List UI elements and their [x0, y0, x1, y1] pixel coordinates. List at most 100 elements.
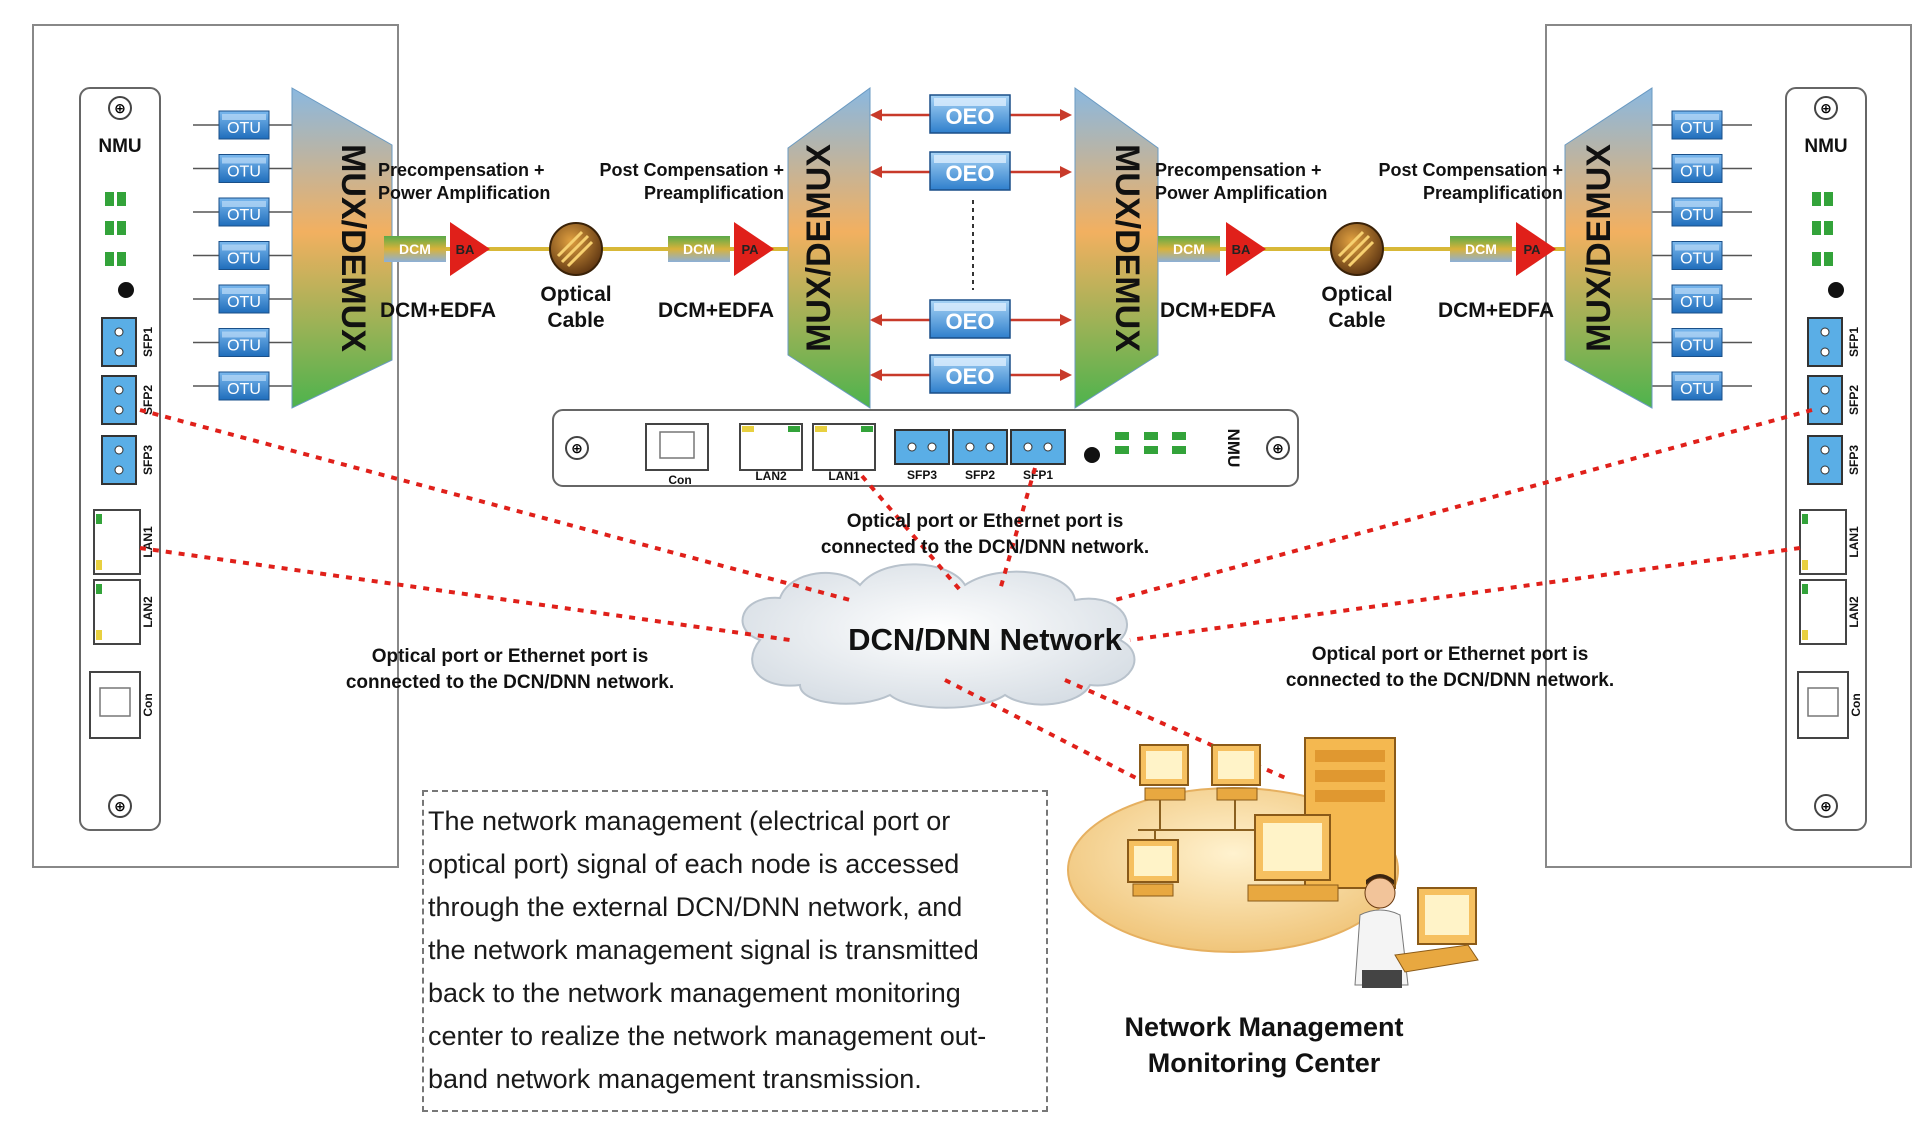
optical-cable-label-2-line2: Cable: [1328, 309, 1385, 332]
postcomp-label-2-line2: Preamplification: [1423, 183, 1563, 203]
right-otu-6: OTU: [1671, 328, 1723, 357]
arrow-right-icon: [1060, 109, 1072, 121]
left-sfp1-label: SFP1: [141, 327, 155, 357]
right-console-port[interactable]: [1797, 671, 1849, 739]
arrow-right-icon: [1060, 166, 1072, 178]
left-otu-7: OTU: [218, 371, 270, 401]
note-line: the network management signal is transmi…: [428, 935, 979, 965]
right-sfp2-port[interactable]: [1807, 375, 1843, 425]
mux-demux-label-2: MUX/DEMUX: [800, 144, 838, 352]
mux-demux-left-node: MUX/DEMUX: [291, 87, 393, 409]
svg-text:OTU: OTU: [227, 294, 261, 311]
port-note-left-line2: connected to the DCN/DNN network.: [346, 672, 674, 693]
port-notes: Optical port or Ethernet port is connect…: [346, 511, 1614, 693]
arrow-right-icon: [1060, 369, 1072, 381]
optical-cable-left-icon: [549, 222, 603, 276]
note-line: through the external DCN/DNN network, an…: [428, 892, 963, 922]
arrow-left-icon: [870, 314, 882, 326]
center-console-port[interactable]: [645, 423, 709, 471]
arrow-left-icon: [870, 369, 882, 381]
note-line: back to the network management monitorin…: [428, 978, 961, 1008]
explanation-note: The network management (electrical port …: [428, 800, 1040, 1101]
svg-text:OTU: OTU: [227, 381, 261, 398]
right-status-leds: [1812, 192, 1833, 266]
left-sfp2-port[interactable]: [101, 375, 137, 425]
mux-demux-center-left: MUX/DEMUX: [787, 87, 871, 409]
svg-text:Con: Con: [668, 473, 691, 487]
svg-text:OTU: OTU: [227, 207, 261, 224]
left-sfp-ports[interactable]: [101, 317, 137, 485]
monitoring-center-illustration: [1067, 737, 1479, 988]
workstation-3-icon: [1127, 839, 1179, 897]
center-right-screw-icon: [1266, 436, 1290, 460]
monitoring-center-title-line2: Monitoring Center: [1148, 1048, 1381, 1078]
right-otu-1: OTU: [1671, 110, 1723, 140]
operator-person-icon: [1354, 874, 1409, 988]
svg-text:BA: BA: [1232, 242, 1251, 257]
optical-cable-label-1-line2: Cable: [547, 309, 604, 332]
right-sfp1-port[interactable]: [1807, 317, 1843, 367]
oeo-unit-3: OEO: [929, 299, 1011, 339]
right-span-dcm-ba: DCM BA: [1158, 222, 1266, 276]
svg-text:BA: BA: [456, 242, 475, 257]
link-cloud-center-a: [944, 678, 1141, 782]
left-otu-6: OTU: [218, 328, 270, 357]
left-console-port[interactable]: [89, 671, 141, 739]
monitoring-center-title-line1: Network Management: [1124, 1012, 1403, 1042]
precomp-label-2-line1: Precompensation +: [1155, 160, 1322, 180]
svg-text:OTU: OTU: [227, 251, 261, 268]
svg-text:⊕: ⊕: [571, 440, 583, 456]
right-sfp-ports[interactable]: [1807, 317, 1843, 485]
port-note-right-line1: Optical port or Ethernet port is: [1312, 644, 1589, 665]
left-status-leds: [105, 192, 126, 266]
dcm-block-1: [384, 236, 446, 262]
svg-text:OTU: OTU: [1680, 120, 1714, 137]
center-sfp2-port[interactable]: [952, 429, 1008, 465]
port-note-center-line1: Optical port or Ethernet port is: [847, 511, 1124, 532]
operator-desk-icon: [1394, 887, 1479, 973]
precomp-label-2-line2: Power Amplification: [1155, 183, 1327, 203]
note-line: optical port) signal of each node is acc…: [428, 849, 960, 879]
center-nmu-card: ⊕ ⊕ Con LAN2 LAN1 SFP3 SFP2 SFP1 NMU: [552, 409, 1299, 487]
optical-cable-label-1-line1: Optical: [540, 283, 611, 306]
right-nmu-title: NMU: [1804, 136, 1847, 157]
svg-text:OTU: OTU: [1680, 251, 1714, 268]
right-bottom-screw-icon: [1814, 794, 1838, 818]
pa-amplifier-2: [1516, 222, 1556, 276]
link-labels: Precompensation + Power Amplification Po…: [378, 160, 1563, 332]
left-sfp1-port[interactable]: [101, 317, 137, 367]
right-otu-3: OTU: [1671, 197, 1723, 227]
svg-text:OTU: OTU: [1680, 164, 1714, 181]
workstation-4-icon: [1247, 814, 1339, 902]
left-sfp3-port[interactable]: [101, 435, 137, 485]
svg-text:⊕: ⊕: [1820, 798, 1832, 814]
mux-demux-label-1: MUX/DEMUX: [334, 144, 372, 352]
pa-amplifier-1: [734, 222, 774, 276]
arrow-left-icon: [870, 166, 882, 178]
port-note-left-line1: Optical port or Ethernet port is: [372, 646, 649, 667]
center-sfp3-port[interactable]: [894, 429, 950, 465]
svg-text:DCM: DCM: [683, 241, 715, 257]
link-cloud-center-b: [1064, 678, 1291, 782]
workstation-2-icon: [1211, 744, 1261, 801]
arrow-left-icon: [870, 109, 882, 121]
port-note-right-line2: connected to the DCN/DNN network.: [1286, 670, 1614, 691]
center-sfp1-port[interactable]: [1010, 429, 1066, 465]
mux-demux-right-node: MUX/DEMUX: [1564, 87, 1653, 409]
optical-cable-label-2-line1: Optical: [1321, 283, 1392, 306]
svg-text:OTU: OTU: [1680, 338, 1714, 355]
svg-text:DCM: DCM: [399, 241, 431, 257]
mux-demux-label-3: MUX/DEMUX: [1108, 144, 1146, 352]
note-line: band network management transmission.: [428, 1064, 922, 1094]
center-status-leds: [1115, 432, 1186, 454]
link-center-sfp1: [998, 467, 1037, 591]
right-otu-5: OTU: [1671, 284, 1723, 314]
right-con-label: Con: [1849, 693, 1863, 716]
right-sfp3-port[interactable]: [1807, 435, 1843, 485]
dcn-dnn-network-cloud: DCN/DNN Network: [741, 563, 1136, 709]
left-span-dcm-ba: DCM BA: [384, 222, 490, 276]
